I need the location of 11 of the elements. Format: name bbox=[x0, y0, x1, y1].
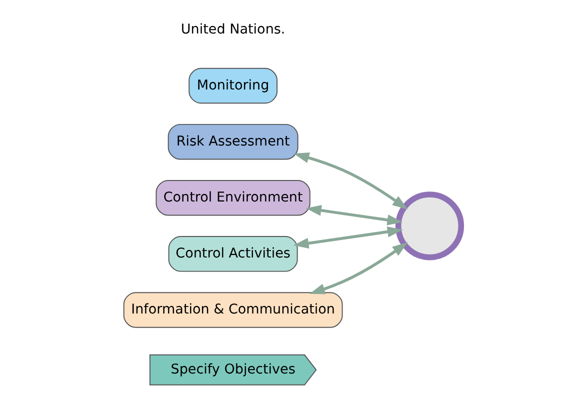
arrow bbox=[293, 152, 408, 210]
arrow bbox=[309, 242, 408, 294]
node-box: Monitoring bbox=[188, 68, 278, 104]
label: United Nations. bbox=[180, 21, 285, 38]
node-circle bbox=[394, 192, 464, 260]
arrow bbox=[292, 226, 402, 249]
node-box: Control Activities bbox=[168, 236, 298, 272]
node-box: Risk Assessment bbox=[167, 124, 298, 160]
arrow bbox=[305, 205, 402, 226]
node-box: Control Environment bbox=[155, 180, 310, 216]
node-box: Information & Communication bbox=[122, 292, 342, 328]
